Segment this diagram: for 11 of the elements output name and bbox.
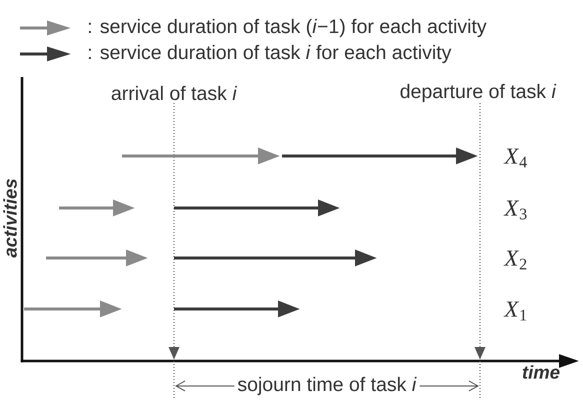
row-label: X$_{4}$: [504, 148, 527, 168]
row-label: X$_{3}$: [504, 200, 527, 220]
row-label: X$_{1}$: [504, 302, 526, 320]
legend-text: : service duration of task i for each activity: [88, 44, 452, 64]
row-label: X$_{2}$: [504, 250, 526, 270]
dimension-label: sojourn time of task i: [234, 376, 420, 396]
legend-text: : service duration of task (i−1) for each activity: [88, 18, 487, 38]
event-label: departure of task i: [400, 84, 556, 102]
event-label: arrival of task i: [112, 86, 238, 100]
axis-title: activities: [3, 179, 17, 258]
axis-title: time: [522, 365, 560, 379]
